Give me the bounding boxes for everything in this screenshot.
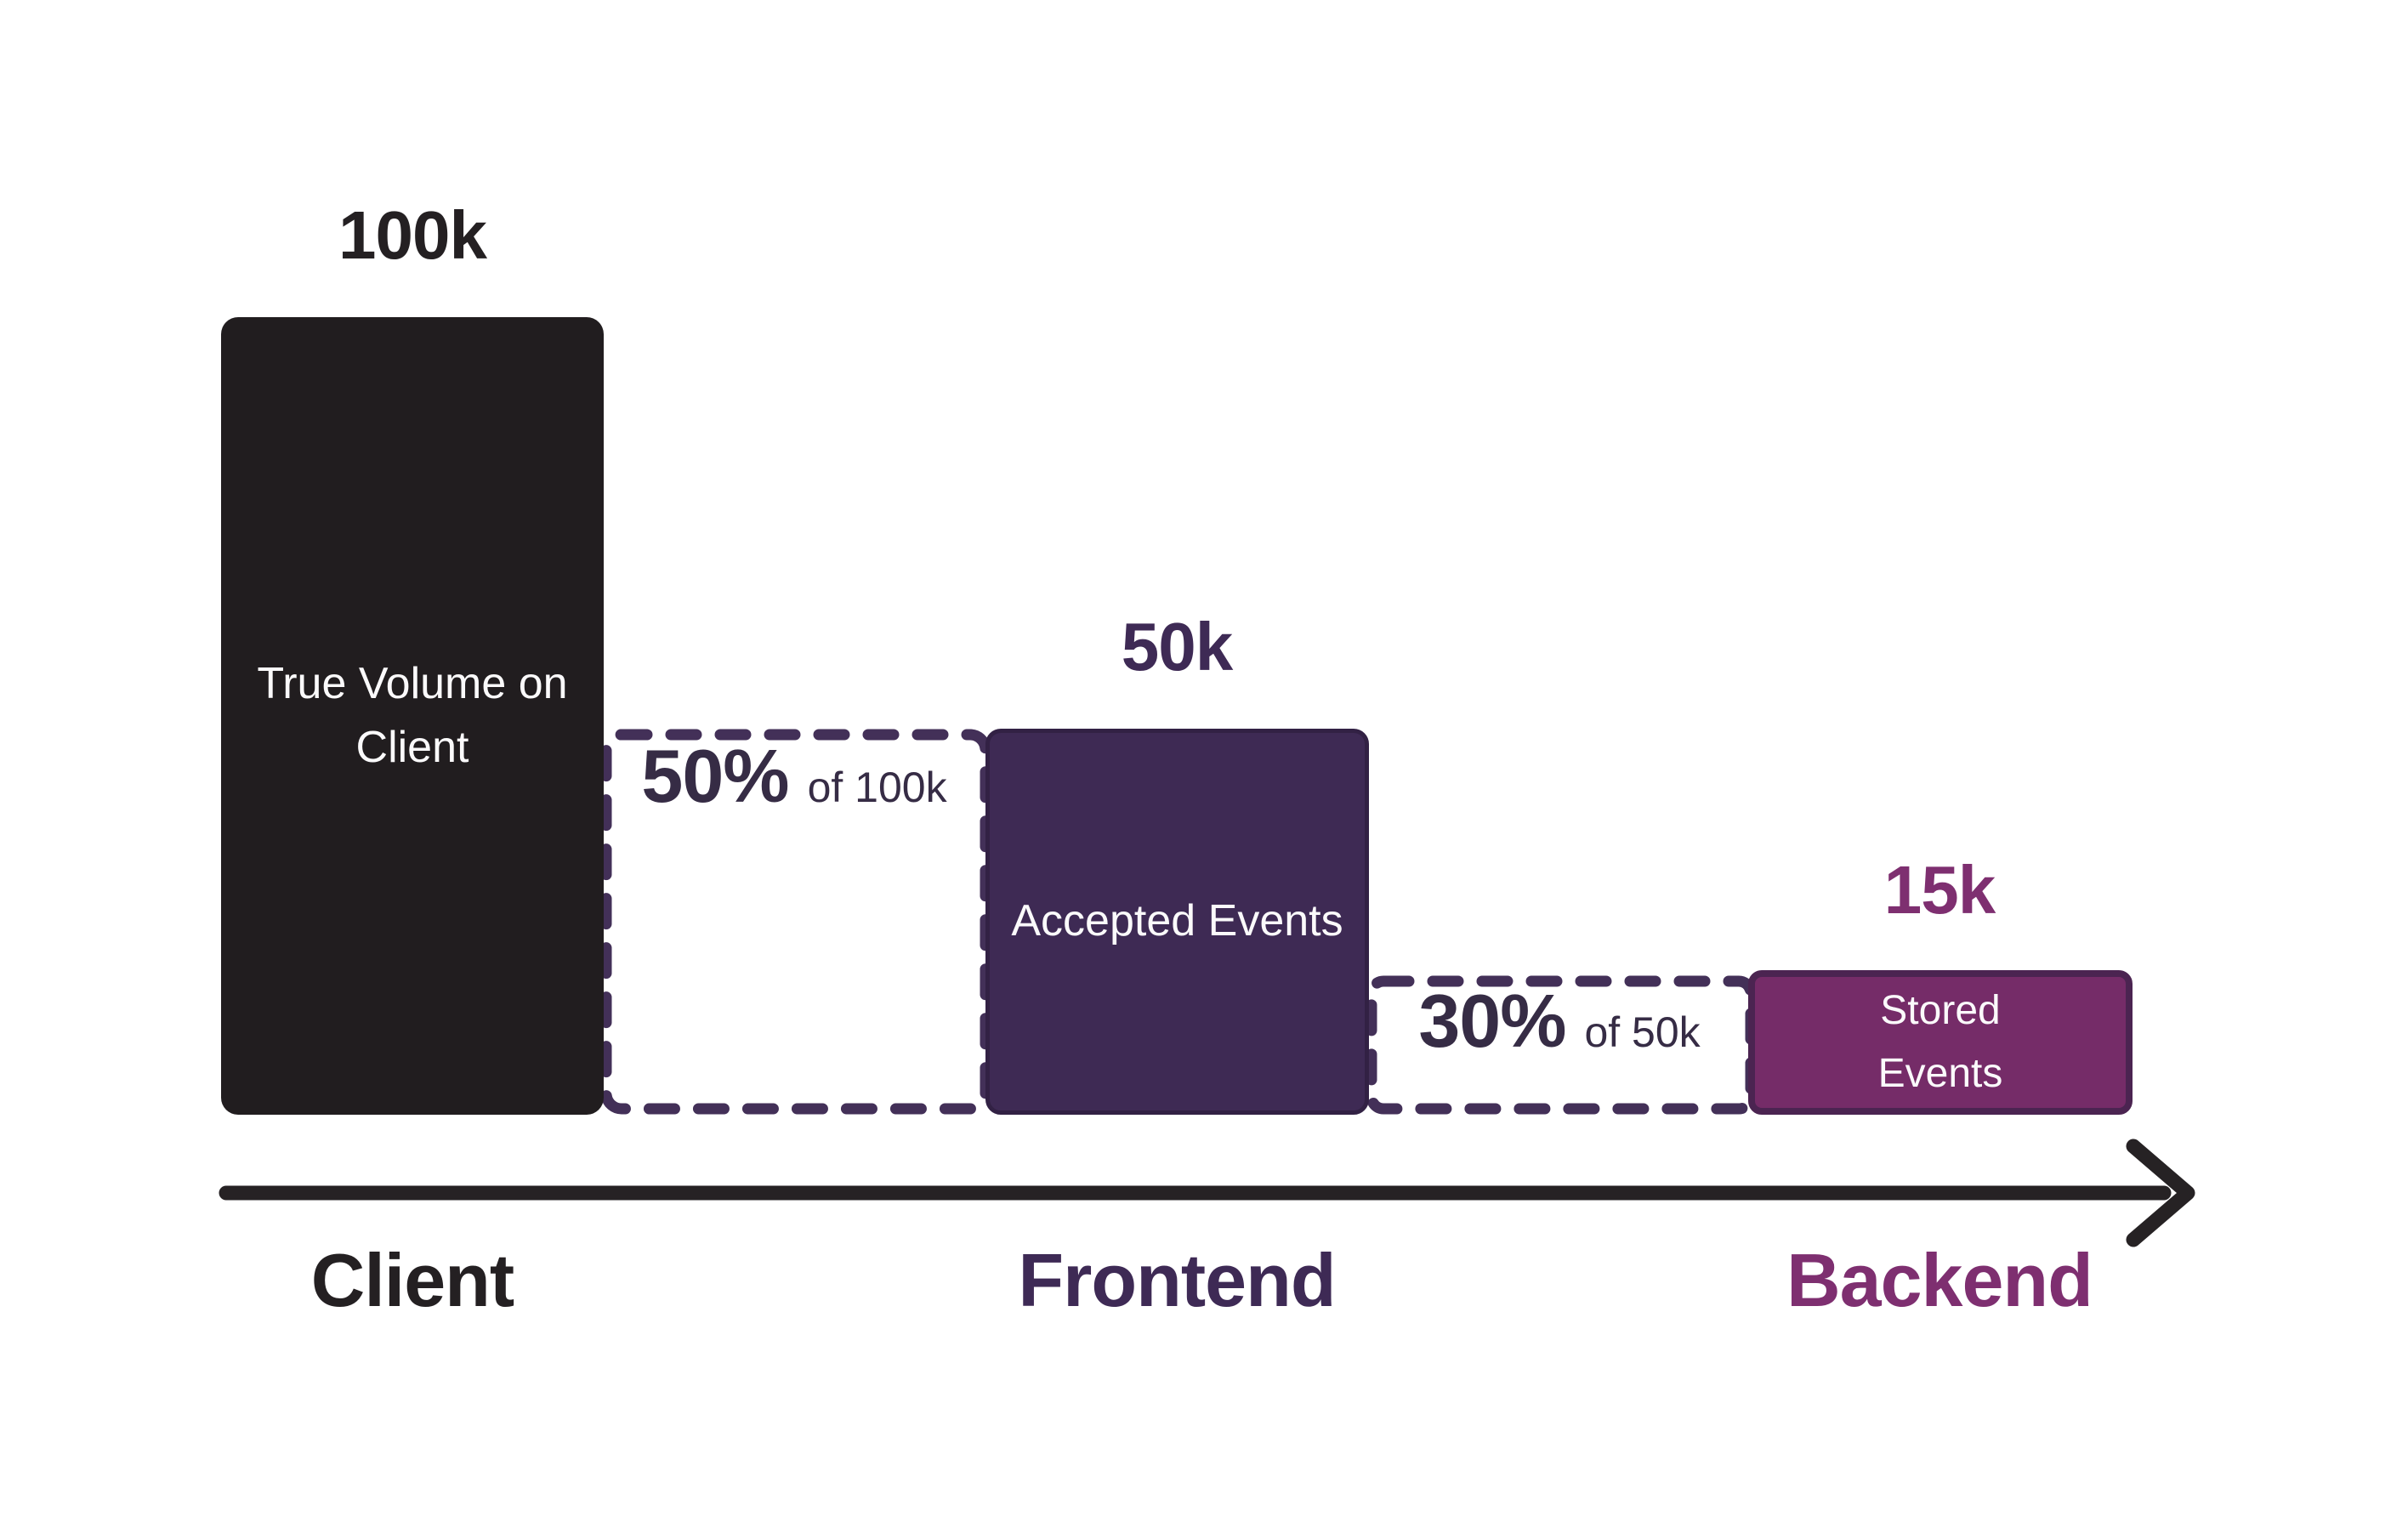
bar-client: True Volume on Client (221, 317, 604, 1115)
axis-label-backend: Backend (1786, 1238, 2093, 1322)
drop-frontend-percent: 50% (641, 734, 789, 818)
bar-client-label: True Volume on Client (257, 658, 568, 772)
bar-frontend: Accepted Events (985, 729, 1369, 1115)
axis-label-frontend: Frontend (1018, 1238, 1336, 1322)
value-label-frontend: 50k (1121, 609, 1233, 684)
axis-label-client: Client (310, 1238, 514, 1322)
drop-annotation-backend: 30% of 50k (1369, 978, 1750, 1110)
drop-annotation-frontend: 50% of 100k (604, 733, 985, 1110)
value-label-client: 100k (338, 197, 487, 273)
drop-backend-percent: 30% (1418, 979, 1566, 1063)
bar-backend: Stored Events (1748, 970, 2133, 1115)
drop-region-backend-dashed-box (1366, 975, 1757, 1115)
bar-backend-label: Stored Events (1877, 987, 2003, 1096)
drop-backend-basis: of 50k (1584, 1008, 1701, 1056)
value-label-backend: 15k (1883, 852, 1996, 928)
drop-frontend-basis: of 100k (807, 764, 947, 811)
x-axis-arrowhead-icon (2126, 1139, 2195, 1247)
bar-frontend-label: Accepted Events (1011, 896, 1343, 946)
